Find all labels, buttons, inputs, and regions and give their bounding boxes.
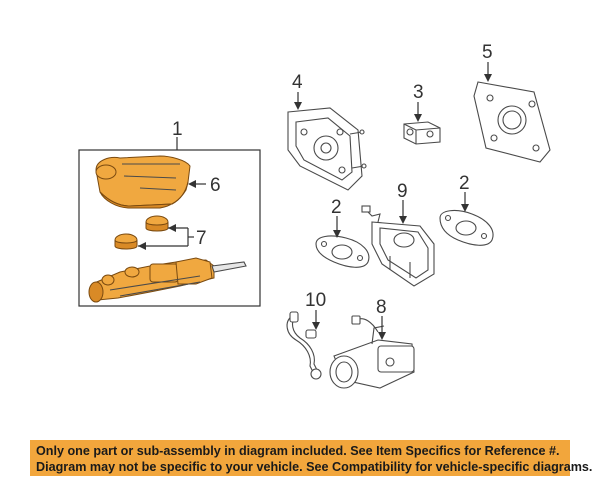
sensor-bracket [361, 205, 435, 287]
callout-4: 4 [292, 72, 303, 93]
callout-leaders [297, 62, 489, 336]
disclaimer-banner: Only one part or sub-assembly in diagram… [30, 440, 593, 476]
callout-6: 6 [210, 175, 221, 196]
master-cylinder-body [88, 257, 247, 303]
small-bracket [403, 121, 441, 145]
reservoir-grommets [114, 215, 169, 250]
callout-2b: 2 [459, 173, 470, 194]
callout-7-bracket [138, 224, 194, 250]
callout-8: 8 [376, 297, 387, 318]
disclaimer-line-2: Diagram may not be specific to your vehi… [36, 460, 593, 474]
gasket-right [439, 209, 494, 246]
booster-gasket-large [473, 81, 551, 163]
wire-harness-sensor [286, 311, 322, 380]
callout-arrowheads [294, 74, 492, 340]
booster-mounting-plate [287, 107, 367, 191]
callout-2a: 2 [331, 197, 342, 218]
callout-7: 7 [196, 228, 207, 249]
brake-fluid-reservoir [95, 155, 191, 209]
callout-3: 3 [413, 82, 424, 103]
disclaimer-line-1: Only one part or sub-assembly in diagram… [36, 444, 560, 458]
pressure-switch-assembly [329, 315, 415, 389]
callout-6-arrow [188, 180, 196, 188]
callout-10: 10 [305, 290, 326, 311]
gasket-left [315, 235, 370, 268]
callout-9: 9 [397, 181, 408, 202]
callout-1: 1 [172, 119, 183, 140]
callout-5: 5 [482, 42, 493, 63]
master-cylinder-group-box [78, 137, 261, 307]
